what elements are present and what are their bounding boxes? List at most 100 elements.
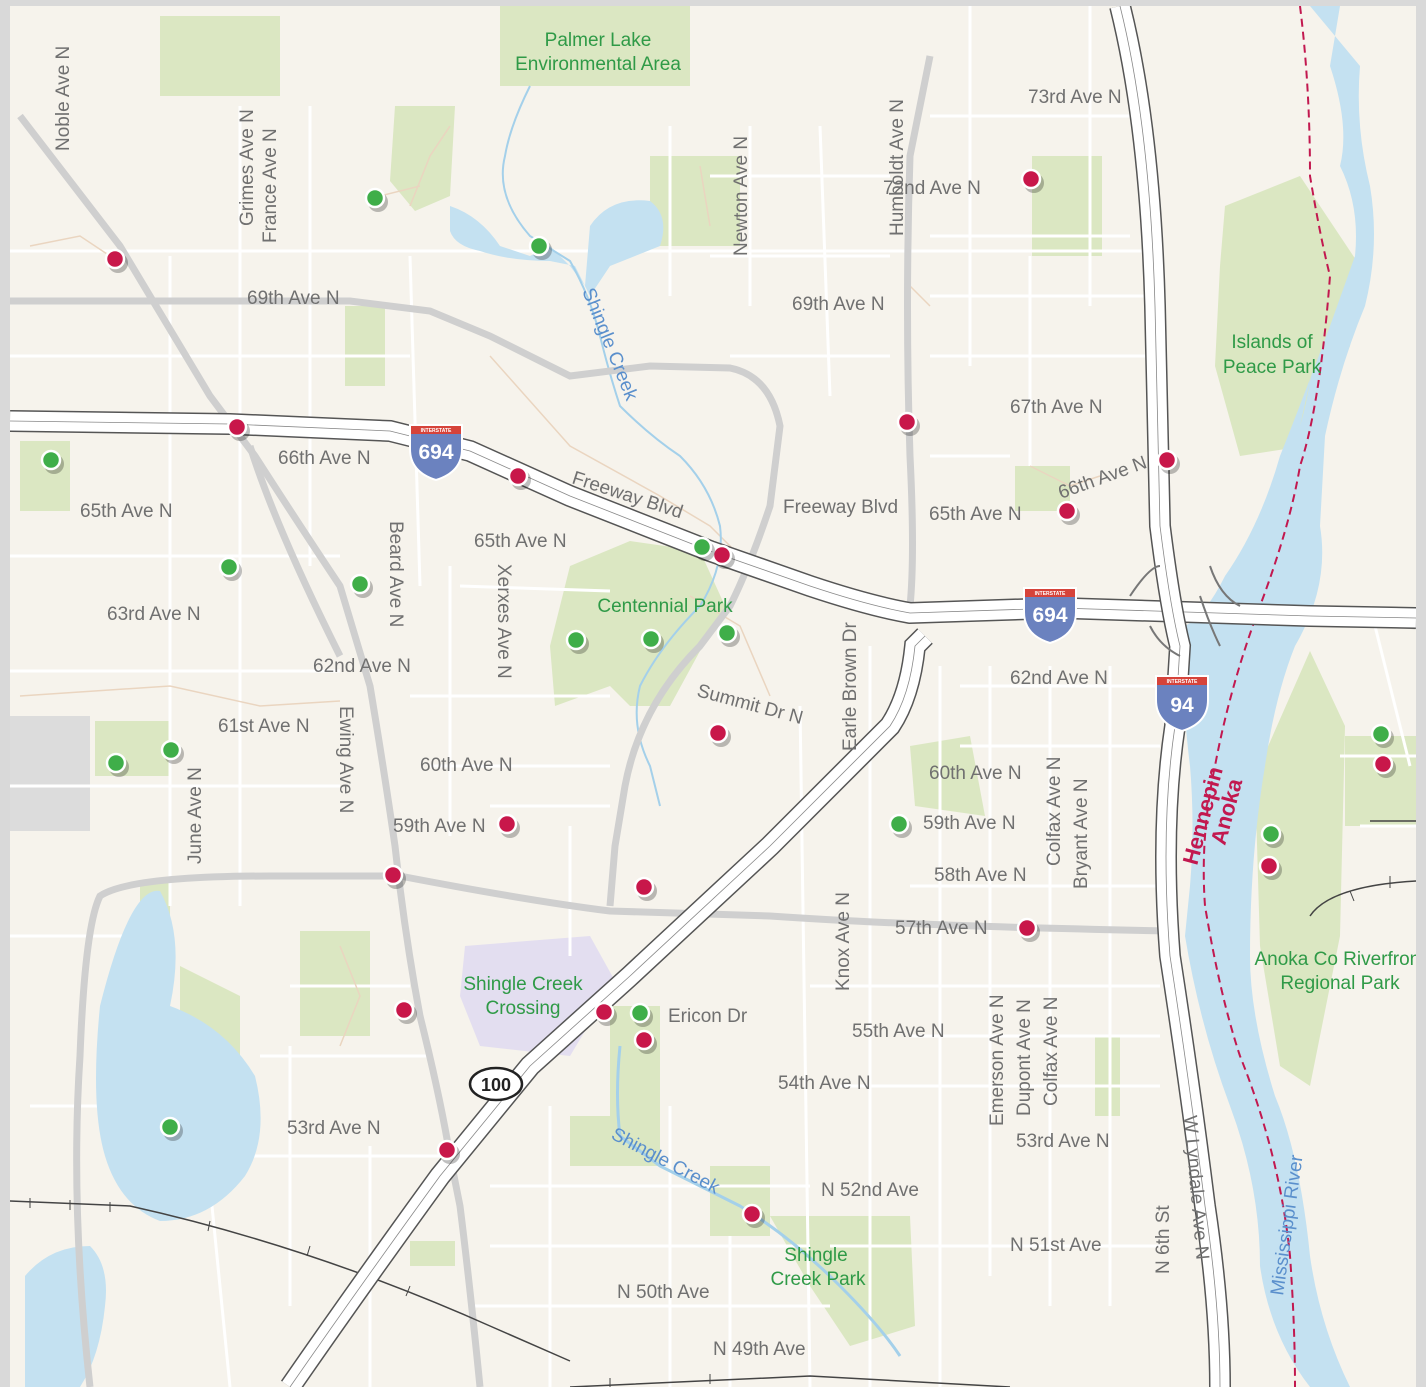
shield-i694-b: INTERSTATE 694 <box>1023 587 1077 645</box>
trails <box>19 125 1101 1047</box>
street-label-69th-west: 69th Ave N <box>247 288 340 309</box>
street-label-noble: Noble Ave N <box>53 46 74 151</box>
park-label-islands-line1: Islands of <box>1231 332 1313 353</box>
street-label-beard: Beard Ave N <box>385 521 406 627</box>
red-location-marker[interactable] <box>1016 917 1040 942</box>
map-canvas[interactable]: Noble Ave N Grimes Ave N France Ave N Ne… <box>10 6 1416 1387</box>
green-location-marker[interactable] <box>1260 823 1284 848</box>
green-location-marker[interactable] <box>105 752 129 777</box>
red-location-marker[interactable] <box>393 999 417 1024</box>
freeways <box>10 6 1416 1387</box>
street-label-65th-east: 65th Ave N <box>929 504 1022 525</box>
red-location-marker[interactable] <box>711 544 735 569</box>
green-location-marker[interactable] <box>349 573 373 598</box>
red-location-marker[interactable] <box>436 1139 460 1164</box>
red-location-marker[interactable] <box>1258 855 1282 880</box>
park-label-anoka-line2: Regional Park <box>1280 973 1400 994</box>
red-location-marker[interactable] <box>226 416 250 441</box>
green-location-marker[interactable] <box>364 187 388 212</box>
street-label-knox: Knox Ave N <box>833 892 854 991</box>
street-label-emerson: Emerson Ave N <box>987 994 1008 1126</box>
shield-number: 694 <box>418 441 453 464</box>
street-label-freeway-blvd-east: Freeway Blvd <box>783 497 898 518</box>
river-island <box>1300 246 1340 426</box>
street-label-n52nd: N 52nd Ave <box>821 1180 919 1201</box>
street-label-dupont: Dupont Ave N <box>1014 999 1035 1116</box>
creek-line-south <box>616 1045 902 1357</box>
street-label-france: France Ave N <box>260 128 281 243</box>
green-location-marker[interactable] <box>528 235 552 260</box>
street-label-65th-mid: 65th Ave N <box>474 531 567 552</box>
street-label-60th-east: 60th Ave N <box>929 763 1022 784</box>
red-location-marker[interactable] <box>1056 500 1080 525</box>
shield-i94: INTERSTATE 94 <box>1155 675 1209 733</box>
street-label-xerxes: Xerxes Ave N <box>493 564 514 679</box>
red-location-marker[interactable] <box>896 411 920 436</box>
street-label-n50th: N 50th Ave <box>617 1282 710 1303</box>
street-label-69th-east: 69th Ave N <box>792 294 885 315</box>
red-location-marker[interactable] <box>633 876 657 901</box>
green-location-marker[interactable] <box>640 628 664 653</box>
red-location-marker[interactable] <box>104 248 128 273</box>
street-label-53rd-east: 53rd Ave N <box>1016 1131 1110 1152</box>
street-label-grimes: Grimes Ave N <box>237 109 258 226</box>
green-location-marker[interactable] <box>1370 723 1394 748</box>
park-areas <box>20 6 1416 1346</box>
street-label-59th-east: 59th Ave N <box>923 813 1016 834</box>
green-location-marker[interactable] <box>691 536 715 561</box>
green-location-marker[interactable] <box>40 449 64 474</box>
street-label-humboldt: Humboldt Ave N <box>887 99 908 236</box>
red-location-marker[interactable] <box>741 1203 765 1228</box>
place-label-crossing-line1: Shingle Creek <box>463 974 583 995</box>
street-label-54th: 54th Ave N <box>778 1073 871 1094</box>
red-location-marker[interactable] <box>593 1001 617 1026</box>
green-location-marker[interactable] <box>716 622 740 647</box>
red-location-marker[interactable] <box>707 722 731 747</box>
shield-hwy100: 100 <box>468 1066 524 1102</box>
railroads <box>10 820 1416 1387</box>
park-label-palmer-line2: Environmental Area <box>515 54 681 75</box>
green-location-marker[interactable] <box>218 556 242 581</box>
red-location-marker[interactable] <box>507 465 531 490</box>
shield-caption: INTERSTATE <box>421 428 452 434</box>
park-label-islands-line2: Peace Park <box>1223 357 1322 378</box>
green-location-marker[interactable] <box>160 739 184 764</box>
street-label-newton: Newton Ave N <box>731 136 752 256</box>
creek-line <box>501 85 722 807</box>
shield-i694-a: INTERSTATE 694 <box>409 424 463 482</box>
street-label-73rd: 73rd Ave N <box>1028 87 1122 108</box>
red-location-marker[interactable] <box>1020 168 1044 193</box>
street-label-june: June Ave N <box>185 767 206 864</box>
county-boundary <box>1202 6 1332 1387</box>
street-label-60th-west: 60th Ave N <box>420 755 513 776</box>
red-location-marker[interactable] <box>1156 449 1180 474</box>
street-label-colfax-south: Colfax Ave N <box>1041 997 1062 1106</box>
street-label-earle-brown: Earle Brown Dr <box>840 622 861 751</box>
red-location-marker[interactable] <box>633 1029 657 1054</box>
street-label-66th-west: 66th Ave N <box>278 448 371 469</box>
street-label-67th: 67th Ave N <box>1010 397 1103 418</box>
street-label-72nd: 72nd Ave N <box>883 178 981 199</box>
red-location-marker[interactable] <box>1372 753 1396 778</box>
map[interactable]: Noble Ave N Grimes Ave N France Ave N Ne… <box>10 6 1416 1387</box>
street-label-53rd-west: 53rd Ave N <box>287 1118 381 1139</box>
green-location-marker[interactable] <box>629 1002 653 1027</box>
green-location-marker[interactable] <box>565 629 589 654</box>
green-location-marker[interactable] <box>888 813 912 838</box>
street-label-57th: 57th Ave N <box>895 918 988 939</box>
shield-number: 100 <box>481 1075 511 1095</box>
street-label-n6th: N 6th St <box>1153 1205 1174 1274</box>
park-label-shingle-line1: Shingle <box>784 1245 847 1266</box>
shield-number: 94 <box>1170 694 1194 717</box>
railroad-ties <box>29 876 1391 1387</box>
shield-caption: INTERSTATE <box>1167 679 1198 685</box>
park-label-palmer-line1: Palmer Lake <box>545 30 652 51</box>
location-markers[interactable] <box>40 168 1396 1228</box>
red-location-marker[interactable] <box>496 813 520 838</box>
green-location-marker[interactable] <box>159 1116 183 1141</box>
place-label-crossing-line2: Crossing <box>486 998 561 1019</box>
street-label-65th-west: 65th Ave N <box>80 501 173 522</box>
red-location-marker[interactable] <box>382 864 406 889</box>
street-label-61st: 61st Ave N <box>218 716 310 737</box>
street-label-62nd-east: 62nd Ave N <box>1010 668 1108 689</box>
